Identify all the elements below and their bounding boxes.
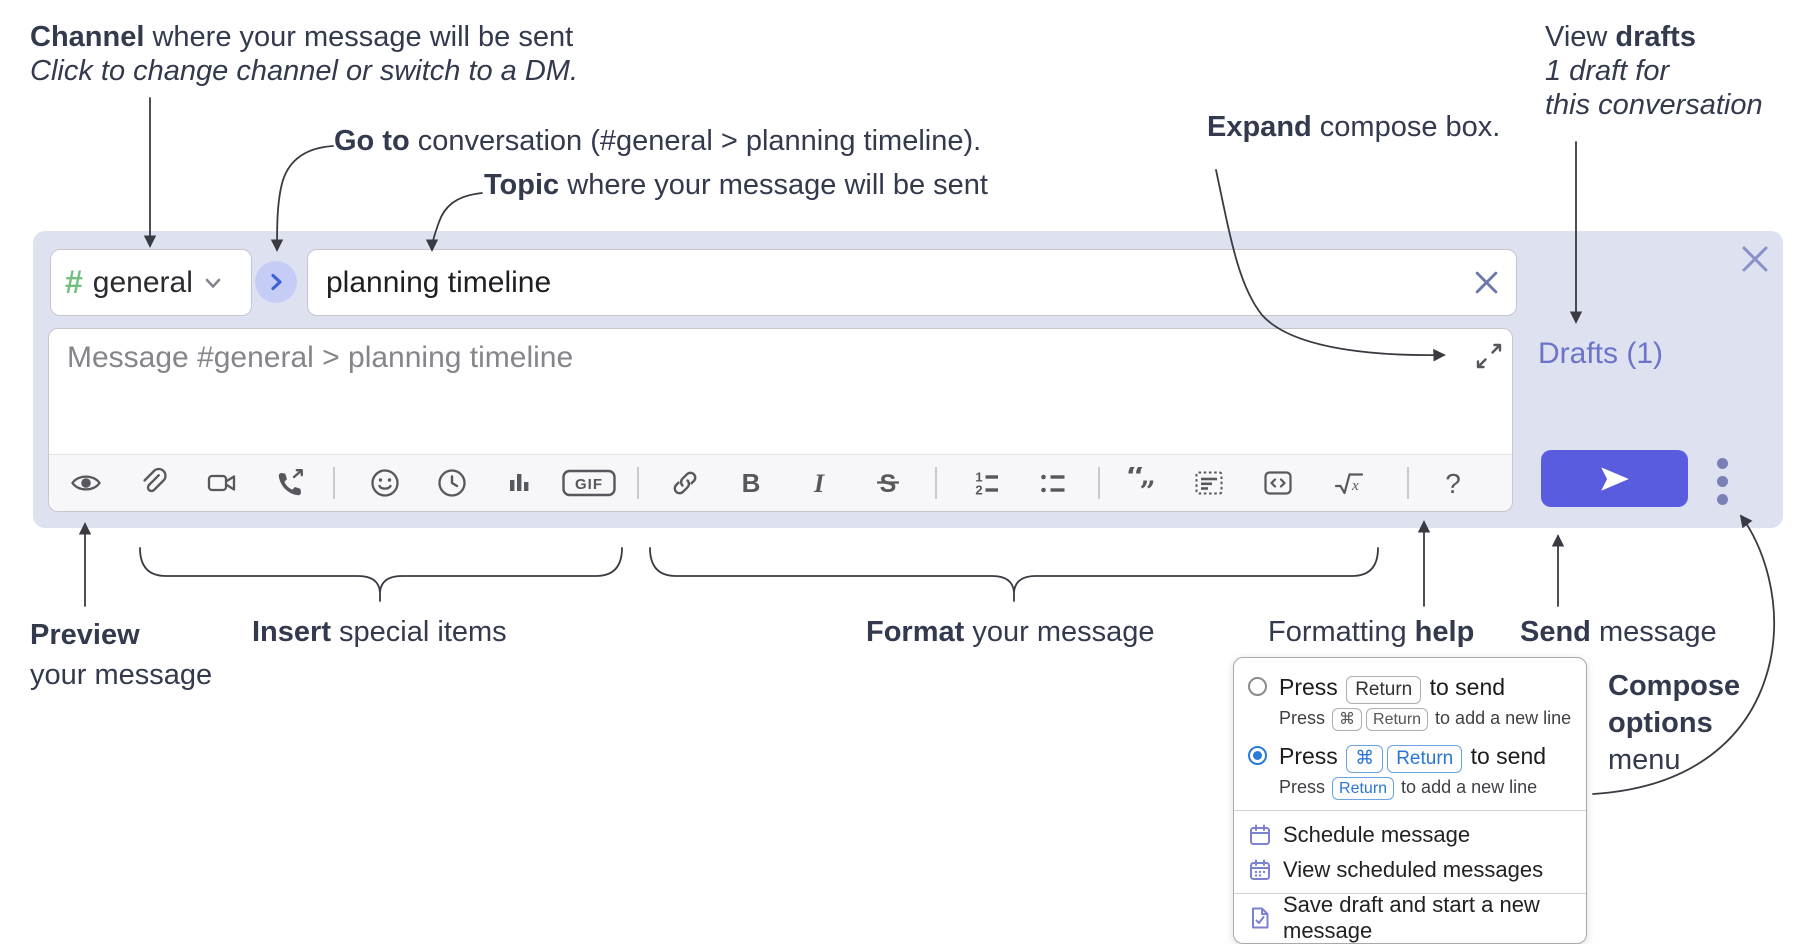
quote-icon[interactable]: “„ <box>1119 461 1163 505</box>
annotation-view-drafts: View drafts 1 draft for this conversatio… <box>1545 21 1763 121</box>
brace-insert <box>139 547 623 602</box>
attach-file-icon[interactable] <box>131 461 175 505</box>
radio-selected-icon[interactable] <box>1248 746 1267 765</box>
bold-icon[interactable]: B <box>729 461 773 505</box>
annotation-send: Send message <box>1520 616 1717 648</box>
annotation-go-to: Go to conversation (#general > planning … <box>334 125 982 157</box>
svg-text:„: „ <box>1140 467 1156 492</box>
option-cmd-enter-to-send[interactable]: Press ⌘Return to send Press Return to ad… <box>1248 741 1572 800</box>
option-enter-to-send[interactable]: Press Return to send Press ⌘Return to ad… <box>1248 672 1572 731</box>
menu-item-view-scheduled[interactable]: View scheduled messages <box>1248 852 1572 887</box>
annotation-expand: Expand compose box. <box>1207 111 1501 143</box>
channel-hash-icon: # <box>65 264 83 300</box>
toolbar-divider <box>1407 467 1409 499</box>
cmd-keycap: ⌘ <box>1346 745 1384 773</box>
calendar-icon <box>1248 823 1272 847</box>
chevron-down-icon <box>203 274 223 292</box>
svg-text:S: S <box>880 470 897 498</box>
svg-text:?: ? <box>1445 468 1461 499</box>
svg-text:2: 2 <box>975 483 982 498</box>
compose-options-popup: Press Return to send Press ⌘Return to ad… <box>1233 657 1587 944</box>
message-textarea[interactable] <box>49 329 1512 455</box>
annotation-compose-options: Compose options menu <box>1608 670 1741 776</box>
svg-text:1: 1 <box>975 470 982 485</box>
topic-input[interactable] <box>308 265 1465 300</box>
menu-item-save-draft[interactable]: Save draft and start a new message <box>1248 892 1572 943</box>
help-icon[interactable]: ? <box>1431 461 1475 505</box>
toolbar-divider <box>1098 467 1100 499</box>
svg-text:B: B <box>742 468 761 498</box>
compose-options-menu-icon[interactable] <box>1702 452 1742 510</box>
global-time-icon[interactable] <box>430 461 474 505</box>
send-button[interactable] <box>1541 450 1688 507</box>
spoiler-icon[interactable] <box>1187 461 1231 505</box>
chevron-right-icon <box>266 271 287 293</box>
svg-text:I: I <box>813 469 825 498</box>
topic-field <box>307 249 1517 316</box>
return-keycap: Return <box>1387 745 1463 773</box>
svg-text:x: x <box>1351 478 1359 494</box>
annotation-insert: Insert special items <box>252 616 507 648</box>
svg-text:GIF: GIF <box>575 476 603 493</box>
menu-item-schedule-message[interactable]: Schedule message <box>1248 817 1572 852</box>
annotation-formatting-help: Formatting help <box>1268 616 1475 648</box>
emoji-icon[interactable] <box>363 461 407 505</box>
return-keycap: Return <box>1346 676 1422 704</box>
annotation-format: Format your message <box>866 616 1155 648</box>
popup-divider <box>1234 893 1586 894</box>
message-panel: GIF B I S 12 “„ <box>48 328 1513 512</box>
link-icon[interactable] <box>663 461 707 505</box>
toolbar-divider <box>935 467 937 499</box>
bulleted-list-icon[interactable] <box>1030 461 1074 505</box>
calendar-grid-icon <box>1248 858 1272 882</box>
return-keycap: Return <box>1332 777 1395 800</box>
channel-selector[interactable]: # general <box>50 249 252 316</box>
annotation-preview: Preview your message <box>30 619 213 691</box>
expand-compose-icon[interactable] <box>1473 340 1505 372</box>
gif-icon[interactable]: GIF <box>561 461 617 505</box>
close-compose-icon[interactable] <box>1738 242 1772 276</box>
radio-unselected-icon[interactable] <box>1248 677 1267 696</box>
italic-icon[interactable]: I <box>797 461 841 505</box>
video-call-icon[interactable] <box>200 461 244 505</box>
math-icon[interactable]: x <box>1327 461 1371 505</box>
poll-icon[interactable] <box>497 461 541 505</box>
cmd-keycap: ⌘ <box>1332 708 1363 731</box>
preview-icon[interactable] <box>64 461 108 505</box>
channel-name: general <box>92 265 193 299</box>
go-to-conversation-button[interactable] <box>255 261 297 303</box>
annotation-topic: Topic where your message will be sent <box>484 169 988 201</box>
svg-text:“: “ <box>1126 467 1146 498</box>
brace-format <box>649 547 1379 602</box>
toolbar-divider <box>333 467 335 499</box>
strikethrough-icon[interactable]: S <box>866 461 910 505</box>
code-icon[interactable] <box>1256 461 1300 505</box>
close-icon <box>1473 269 1500 296</box>
return-keycap: Return <box>1366 708 1429 731</box>
popup-divider <box>1234 810 1586 811</box>
drafts-link[interactable]: Drafts (1) <box>1538 337 1664 370</box>
toolbar-divider <box>637 467 639 499</box>
audio-call-icon[interactable] <box>268 461 312 505</box>
send-icon <box>1598 462 1632 496</box>
file-check-icon <box>1248 906 1272 930</box>
annotation-channel: Channel where your message will be sent … <box>30 21 579 87</box>
topic-clear-button[interactable] <box>1465 269 1516 296</box>
